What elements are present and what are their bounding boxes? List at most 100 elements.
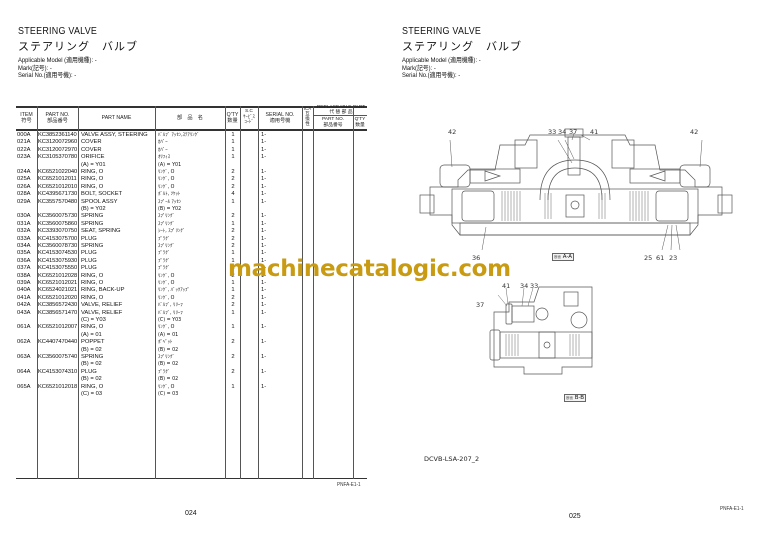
callout-34: 34 <box>558 128 567 136</box>
serial-cell: 1- <box>261 272 267 279</box>
serial-cell: 1- <box>261 265 267 272</box>
part-no-cell: KC6524021021 <box>38 287 78 294</box>
part-name-cell: RING, O <box>81 280 104 286</box>
qty-cell: 1 <box>231 139 235 146</box>
item-cell: 042A <box>17 302 31 309</box>
part-name-jp-cell: ﾎﾟﾍﾟｯﾄ <box>158 340 173 346</box>
col-divider <box>240 106 241 479</box>
part-no-cell: KC6521022040 <box>38 169 78 175</box>
mark: Mark(記号): - <box>18 64 52 72</box>
part-name-jp-cell: ﾊﾞﾙﾌﾞ, ﾘﾘｰﾌ <box>158 303 183 309</box>
part-no-cell: KC4153074530 <box>38 250 78 257</box>
part-name-cell: PLUG <box>81 265 97 272</box>
part-name-jp-cell: ﾘﾝｸﾞ, ﾊﾞｯｸｱｯﾌﾟ <box>158 288 190 294</box>
serial-cell: 1- <box>261 235 267 242</box>
serial-cell: 1- <box>261 176 267 183</box>
drawing-code: DCVB-LSA-207_2 <box>424 455 480 463</box>
item-cell: 040A <box>17 287 31 294</box>
qty-cell: 2 <box>231 213 235 220</box>
part-name-cell: RING, O <box>81 324 104 331</box>
serial-cell: 1- <box>261 183 267 190</box>
part-no-cell: KC6521012021 <box>38 280 78 286</box>
part-name-cell: (C) = 03 <box>81 391 103 397</box>
meta-block: Applicable Model (適用機種): - Mark(記号): - S… <box>402 57 510 80</box>
header-replaceable: REPLACEABLE PART 代 替 部 品 <box>316 105 366 115</box>
serial-cell: 1- <box>261 339 267 346</box>
part-no-cell: KC4395671730 <box>38 191 78 198</box>
part-name-cell: RING, BACK-UP <box>81 287 125 294</box>
col-divider <box>155 106 156 479</box>
header-part-name-jp: 部 品 名 <box>177 115 203 121</box>
serial-cell: 1- <box>261 198 267 205</box>
item-cell: 028A <box>17 191 31 198</box>
part-name-jp-cell: (C) = 03 <box>158 392 179 397</box>
header-repl-part-no: PART NO. 部品番号 <box>321 117 345 128</box>
part-no-cell: KC3120072970 <box>38 146 78 153</box>
part-name-jp-cell: (B) = 02 <box>158 362 179 368</box>
part-name-cell: PLUG <box>81 235 97 242</box>
part-name-jp-cell: ｽﾌﾟﾘﾝｸﾞ <box>158 244 175 249</box>
callout-41-bb: 41 <box>502 282 511 290</box>
header-repl-qty: Q'TY 数量 <box>354 117 366 128</box>
item-cell: 038A <box>17 272 31 279</box>
callout-33-bb: 33 <box>530 282 539 290</box>
part-name-cell: RING, O <box>81 383 104 390</box>
qty-cell: 1 <box>231 257 235 264</box>
header-separator <box>16 129 367 131</box>
part-name-cell: RING, O <box>81 272 104 279</box>
qty-cell: 2 <box>231 368 235 375</box>
part-name-jp-cell: ｶﾊﾞｰ <box>158 140 168 146</box>
part-name-jp-cell: ｽﾌﾟﾘﾝｸﾞ <box>158 221 175 227</box>
qty-cell: 1 <box>231 220 235 227</box>
applicable-model: Applicable Model (適用機種): - <box>18 57 97 64</box>
part-name-jp-cell: ﾘﾝｸﾞ, O <box>158 273 175 279</box>
title-en: STEERING VALVE <box>18 25 98 37</box>
part-name-cell: ORIFICE <box>81 154 105 161</box>
qty-cell: 2 <box>231 228 235 235</box>
col-divider <box>302 106 303 479</box>
part-name-cell: SPRING <box>81 243 104 249</box>
part-name-jp-cell: (B) = 02 <box>158 377 179 383</box>
title-jp: ステアリング バルブ <box>402 40 522 53</box>
callout-37-bb: 37 <box>476 301 485 309</box>
qty-cell: 1 <box>231 198 235 205</box>
part-no-cell: KC4153075930 <box>38 257 78 264</box>
serial-cell: 1- <box>261 228 267 235</box>
left-page-header: STEERING VALVE ステアリング バルブ Applicable Mod… <box>18 25 138 80</box>
table-row: (B) = 02(B) = 02 <box>16 376 367 383</box>
header-part-name: PART NAME <box>101 115 132 121</box>
part-name-jp-cell: ﾘﾝｸﾞ, O <box>158 325 175 331</box>
part-name-jp-cell: ｼｰﾄ, ｽﾌﾟﾘﾝｸﾞ <box>158 229 186 235</box>
serial-cell: 1- <box>261 191 267 198</box>
part-name-cell: PLUG <box>81 368 97 375</box>
title-jp: ステアリング バルブ <box>18 40 138 53</box>
part-name-cell: SEAT, SPRING <box>81 228 121 235</box>
right-page: STEERING VALVE ステアリング バルブ Applicable Mod… <box>384 0 768 542</box>
item-cell: 041A <box>17 294 31 301</box>
item-cell: 043A <box>17 309 31 316</box>
serial-no: Serial No.(適用号機): - <box>18 72 77 79</box>
part-no-cell: KC4407470440 <box>38 339 78 346</box>
serial-cell: 1- <box>261 383 267 390</box>
part-name-cell: VALVE ASSY, STEERING <box>81 132 148 138</box>
qty-cell: 1 <box>231 280 235 286</box>
part-no-cell: KC6521012018 <box>38 383 78 390</box>
callout-42-left: 42 <box>448 128 457 136</box>
part-name-jp-cell: (B) = Y02 <box>158 207 182 212</box>
part-name-cell: POPPET <box>81 339 105 346</box>
serial-cell: 1- <box>261 213 267 220</box>
qty-cell: 1 <box>231 146 235 153</box>
serial-no: Serial No.(適用号機): - <box>402 72 461 79</box>
table-row: (B) = 02(B) = 02 <box>16 347 367 354</box>
table-top-rule <box>16 106 367 108</box>
qty-cell: 2 <box>231 294 235 301</box>
item-cell: 036A <box>17 257 31 264</box>
